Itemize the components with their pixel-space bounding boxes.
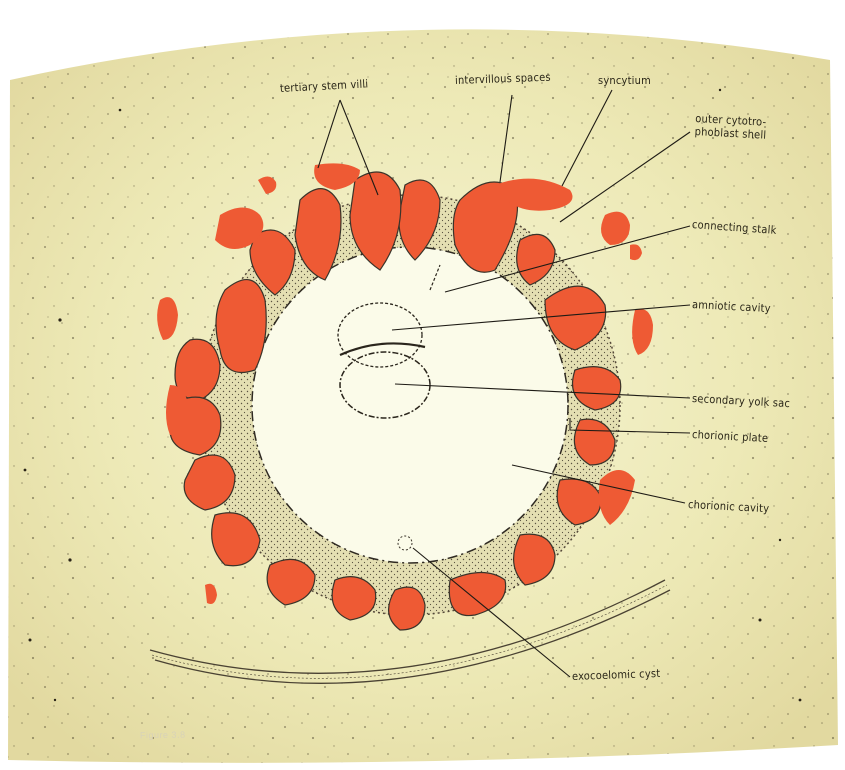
label-outer-cytotrophoblast-shell: outer cytotro-phoblast shell [694, 112, 795, 143]
label-syncytium: syncytium [598, 74, 651, 87]
figure-caption: Figure 3.8 [140, 730, 186, 741]
